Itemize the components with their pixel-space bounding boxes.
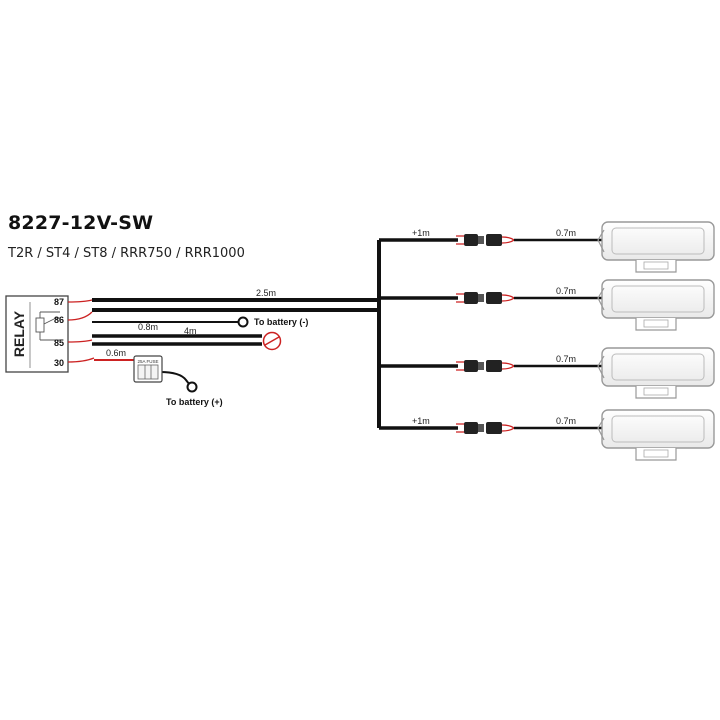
ground-wire [92, 316, 249, 328]
connector-collar [478, 236, 484, 244]
lamp-lead-length-label: 0.7m [556, 286, 576, 296]
ground-length-label: 0.8m [138, 322, 158, 332]
lamp-branch-4: +1m 0.7m [379, 409, 715, 461]
connector-red-tail [501, 424, 515, 432]
connector-plug [464, 422, 478, 434]
fuse-wire [94, 359, 198, 393]
bracket-slot [643, 449, 669, 458]
connector-plug [464, 292, 478, 304]
connector-plug [464, 234, 478, 246]
light-bar-lens [611, 353, 705, 381]
light-bar-end-cap [597, 229, 605, 253]
compatible-models: T2R / ST4 / ST8 / RRR750 / RRR1000 [8, 246, 245, 261]
bracket-slot [643, 387, 669, 396]
extension-length-label: +1m [412, 416, 430, 426]
pin-30-label: 30 [54, 358, 64, 368]
battery-positive-label: To battery (+) [166, 397, 223, 407]
connector-red-tail [501, 362, 515, 370]
light-bar-end-cap [597, 355, 605, 379]
pin-87-label: 87 [54, 297, 64, 307]
lamp-lead-length-label: 0.7m [556, 228, 576, 238]
lamp-branch-2: 0.7m [379, 279, 715, 331]
light-bar-lens [611, 415, 705, 443]
fuse-label: 25A FUSE [137, 359, 158, 364]
relay-coil-symbol [35, 311, 60, 341]
lamp-lead-length-label: 0.7m [556, 354, 576, 364]
bracket-slot [643, 319, 669, 328]
connector-socket [486, 292, 502, 304]
connector-socket [486, 234, 502, 246]
pin-85-label: 85 [54, 338, 64, 348]
light-bar-lens [611, 285, 705, 313]
lamp-branch-3: 0.7m [379, 347, 715, 399]
main-harness-wire [92, 298, 380, 312]
light-bar-end-cap [597, 287, 605, 311]
fuse-holder: 25A FUSE [133, 355, 163, 383]
connector-collar [478, 424, 484, 432]
light-bar-lens [611, 227, 705, 255]
lamp-branch-1: +1m 0.7m [379, 221, 715, 273]
light-bar-end-cap [597, 417, 605, 441]
switch-length-label: 4m [184, 326, 197, 336]
bracket-slot [643, 261, 669, 270]
connector-collar [478, 362, 484, 370]
relay-box: RELAY 87 86 85 30 [5, 295, 69, 373]
lamp-lead-length-label: 0.7m [556, 416, 576, 426]
relay-label: RELAY [11, 310, 27, 357]
switch-wire [92, 331, 282, 351]
connector-socket [486, 422, 502, 434]
pin-86-label: 86 [54, 315, 64, 325]
connector-collar [478, 294, 484, 302]
main-length-label: 2.5m [256, 288, 276, 298]
connector-red-tail [501, 236, 515, 244]
extension-length-label: +1m [412, 228, 430, 238]
connector-red-tail [501, 294, 515, 302]
connector-plug [464, 360, 478, 372]
diagram-title: 8227-12V-SW [8, 212, 154, 234]
lamp-branches: +1m 0.7m 0.7m 0.7m +1m 0.7m [379, 221, 715, 461]
connector-socket [486, 360, 502, 372]
relay-red-leads [67, 299, 95, 363]
fuse-length-label: 0.6m [106, 348, 126, 358]
battery-negative-label: To battery (-) [254, 317, 308, 327]
